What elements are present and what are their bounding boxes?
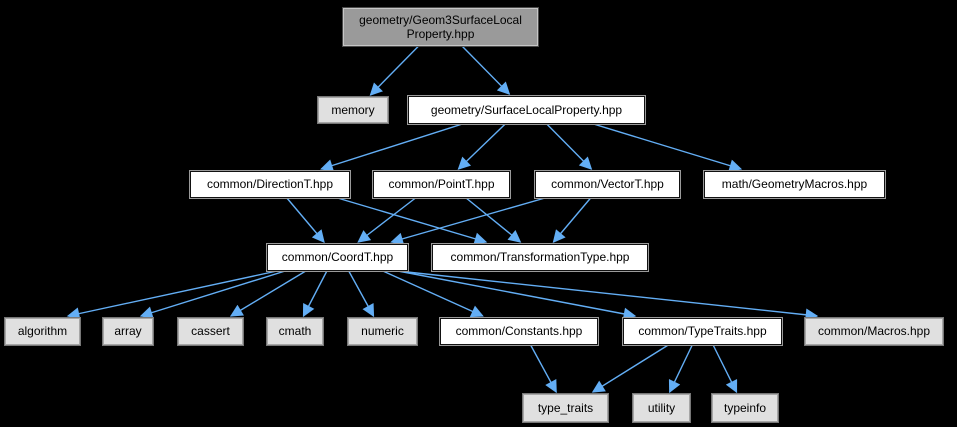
edge-surface-local-property-to-geometry-macros <box>593 123 743 172</box>
edge-surface-local-property-to-vector-t <box>546 123 593 170</box>
node-geom3-surface-local-property: geometry/Geom3SurfaceLocal Property.hpp <box>342 7 539 47</box>
edge-surface-local-property-to-direction-t <box>320 123 463 172</box>
node-point-t[interactable]: common/PointT.hpp <box>372 170 511 199</box>
edge-type-traits-hpp-to-type-traits <box>591 344 669 393</box>
edge-type-traits-hpp-to-utility <box>668 344 693 394</box>
node-geometry-macros[interactable]: math/GeometryMacros.hpp <box>703 170 886 199</box>
node-direction-t[interactable]: common/DirectionT.hpp <box>189 170 351 199</box>
node-coord-t[interactable]: common/CoordT.hpp <box>266 243 409 272</box>
node-array: array <box>102 317 154 346</box>
edge-coord-t-to-constants <box>382 270 484 318</box>
edge-coord-t-to-cmath <box>302 270 328 318</box>
node-type-traits: type_traits <box>522 393 609 423</box>
edge-constants-to-type-traits <box>530 344 557 394</box>
node-utility: utility <box>632 393 691 423</box>
edge-direction-t-to-coord-t <box>286 197 325 243</box>
node-typeinfo: typeinfo <box>711 393 779 423</box>
edge-type-traits-hpp-to-typeinfo <box>712 344 738 394</box>
node-cassert: cassert <box>177 317 244 346</box>
node-cmath: cmath <box>266 317 324 346</box>
edge-geom3-surface-local-property-to-surface-local-property <box>461 45 511 95</box>
edge-coord-t-to-type-traits-hpp <box>397 270 637 321</box>
node-surface-local-property[interactable]: geometry/SurfaceLocalProperty.hpp <box>407 95 646 125</box>
edge-surface-local-property-to-point-t <box>457 123 506 170</box>
edge-vector-t-to-transformation-type <box>552 197 592 243</box>
edge-coord-t-to-cassert <box>229 270 307 317</box>
edge-coord-t-to-array <box>139 270 286 319</box>
node-vector-t[interactable]: common/VectorT.hpp <box>534 170 681 199</box>
edge-geom3-surface-local-property-to-memory <box>369 45 420 96</box>
edge-direction-t-to-transformation-type <box>337 197 488 245</box>
edge-point-t-to-coord-t <box>357 197 416 243</box>
edge-vector-t-to-coord-t <box>390 197 546 245</box>
node-transformation-type[interactable]: common/TransformationType.hpp <box>431 243 649 272</box>
node-memory: memory <box>317 96 389 124</box>
edge-point-t-to-transformation-type <box>465 197 522 243</box>
node-type-traits-hpp[interactable]: common/TypeTraits.hpp <box>622 317 783 346</box>
edge-coord-t-to-numeric <box>348 270 375 318</box>
node-algorithm: algorithm <box>4 317 81 346</box>
node-numeric: numeric <box>347 317 418 346</box>
node-macros: common/Macros.hpp <box>804 317 944 346</box>
edge-coord-t-to-macros <box>397 270 819 322</box>
node-constants[interactable]: common/Constants.hpp <box>439 317 599 346</box>
edge-coord-t-to-algorithm <box>66 270 278 320</box>
